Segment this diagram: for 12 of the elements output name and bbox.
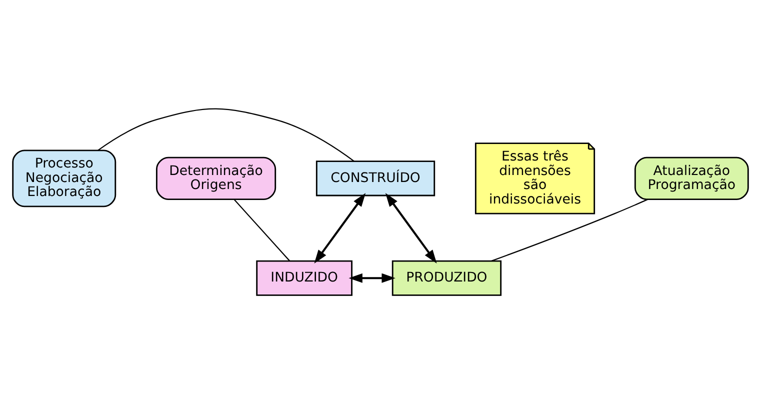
node-box: Determinação Origens	[156, 156, 276, 200]
connector	[234, 198, 290, 261]
connector	[98, 108, 354, 162]
arrow	[314, 192, 366, 264]
node-box: INDUZIDO	[256, 260, 352, 296]
node-box: PRODUZIDO	[392, 260, 502, 296]
node-box: Processo Negociação Elaboração	[12, 149, 116, 207]
node-box: CONSTRUÍDO	[316, 160, 436, 196]
node-box: Atualização Programação	[634, 156, 749, 200]
arrow	[348, 272, 396, 282]
connector	[491, 198, 648, 261]
arrow	[385, 192, 437, 264]
